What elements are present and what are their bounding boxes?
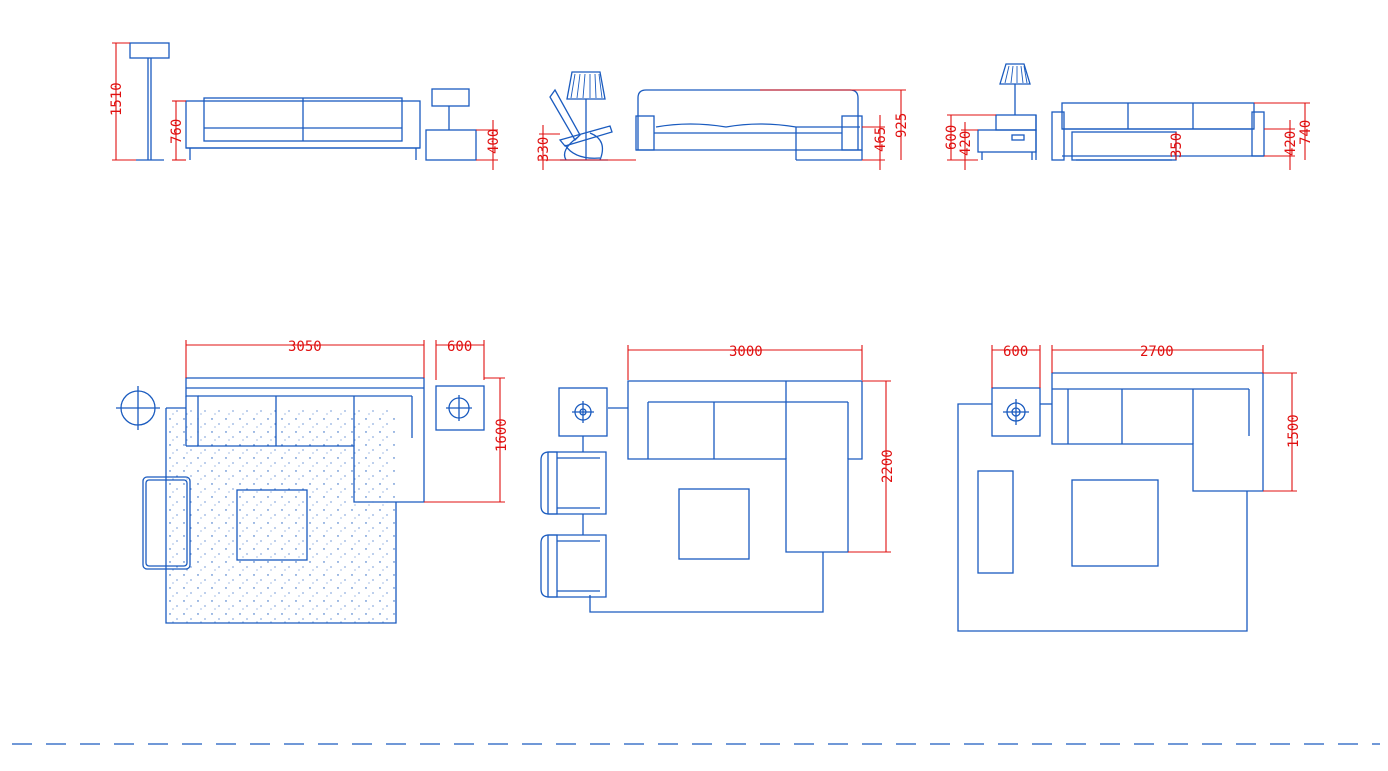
dim-465: 465 — [873, 127, 889, 152]
table-lamp-elevation — [566, 71, 606, 160]
armchair-plan-2-bottom — [540, 534, 607, 598]
armchair-plan-2-top — [540, 451, 607, 535]
plan-2: 3000 2200 — [540, 344, 896, 613]
dim-420-elev-sofa: 420 — [1283, 131, 1299, 156]
lounge-chair-elevation — [549, 88, 613, 161]
elevation-3: 600 420 350 420 740 — [944, 63, 1314, 170]
dimension-lines-plan-2 — [627, 345, 891, 553]
dim-925: 925 — [894, 113, 910, 138]
rug-plan-2 — [589, 552, 824, 613]
coffee-table-plan-2 — [678, 488, 750, 560]
side-table-plan-1 — [435, 385, 485, 431]
sofa-plan-1 — [185, 377, 425, 503]
dim-350: 350 — [1169, 133, 1185, 158]
bench-plan-3 — [977, 470, 1014, 574]
elevation-1: 1510 760 400 — [109, 42, 502, 170]
dimension-lines-set1 — [112, 42, 498, 170]
dim-330: 330 — [536, 137, 552, 162]
rug-plan-3 — [957, 403, 1248, 632]
dimension-lines-set2 — [539, 89, 906, 170]
dim-400: 400 — [486, 129, 502, 154]
plan-1: 3050 600 1600 — [116, 339, 510, 624]
dim-600-plan-3: 600 — [1003, 344, 1028, 360]
dimension-lines-plan-1 — [185, 340, 505, 503]
coffee-table-plan-1 — [236, 489, 308, 561]
floor-lamp-elevation — [129, 42, 170, 161]
dim-1510: 1510 — [109, 82, 125, 116]
side-table-plan-3 — [991, 387, 1041, 437]
side-table-elevation-3 — [977, 114, 1037, 160]
dim-3050: 3050 — [288, 339, 322, 355]
dim-1500: 1500 — [1286, 414, 1302, 448]
dim-600-elev: 600 — [944, 125, 960, 150]
sectional-sofa-plan-3 — [1040, 372, 1264, 492]
dim-2200: 2200 — [880, 449, 896, 483]
dim-2700: 2700 — [1140, 344, 1174, 360]
dimension-lines-set3 — [947, 102, 1310, 170]
plan-3: 600 2700 1500 — [957, 344, 1302, 632]
elevation-2: 330 465 925 — [536, 71, 910, 170]
side-table-plan-2 — [558, 387, 608, 452]
dim-760: 760 — [169, 119, 185, 144]
floor-lamp-plan-1 — [116, 386, 160, 430]
dim-420-elev-table: 420 — [958, 131, 974, 156]
dimension-lines-plan-3 — [991, 345, 1297, 492]
coffee-table-plan-3 — [1071, 479, 1159, 567]
table-lamp-and-side-table-elevation — [425, 88, 477, 161]
dim-3000: 3000 — [729, 344, 763, 360]
dim-740: 740 — [1298, 120, 1314, 145]
rug-plan-1 — [166, 408, 396, 623]
sofa-elevation — [185, 97, 421, 160]
table-lamp-elevation-3 — [999, 63, 1031, 115]
dim-600-plan-1: 600 — [447, 339, 472, 355]
sectional-sofa-plan-2 — [608, 380, 863, 553]
sectional-sofa-front-elevation — [635, 89, 863, 161]
dim-1600: 1600 — [494, 418, 510, 452]
bench-plan-1 — [142, 476, 191, 570]
sofa-with-ottoman-elevation — [1051, 102, 1265, 161]
